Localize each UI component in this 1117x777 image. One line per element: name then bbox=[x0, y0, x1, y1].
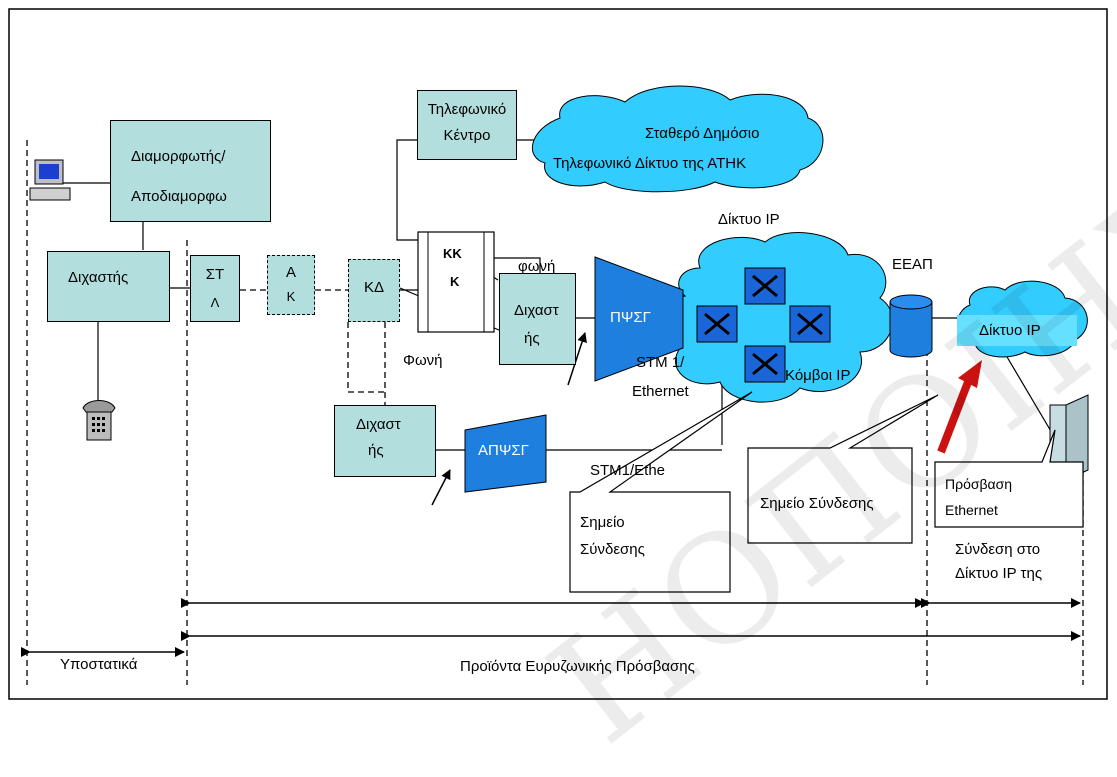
dslam-label: ΠΨΣΓ bbox=[610, 309, 651, 326]
st-box: ΣΤ Λ bbox=[190, 255, 240, 322]
products-label: Προϊόντα Ευρυζωνικής Πρόσβασης bbox=[460, 658, 695, 675]
ip-cloud-right bbox=[957, 280, 1088, 358]
ip-connect-label-1: Σύνδεση στο bbox=[955, 541, 1041, 558]
computer-icon bbox=[29, 159, 71, 201]
ip-node-label: Κόμβοι IP bbox=[785, 367, 851, 384]
callouts bbox=[569, 391, 1084, 593]
st-label-2: Λ bbox=[210, 295, 220, 310]
database-icon bbox=[889, 294, 933, 358]
kkk-label-2: Κ bbox=[450, 274, 460, 289]
connection-point-label-1: Σημείο bbox=[580, 514, 625, 531]
kkk-box bbox=[417, 231, 495, 333]
telephone-icon bbox=[82, 400, 116, 441]
server-icon bbox=[1049, 394, 1089, 481]
pstn-label-2: Τηλεφωνικό Δίκτυο της ΑΤΗΚ bbox=[553, 155, 747, 172]
connection-point-label-2: Σύνδεσης bbox=[580, 541, 645, 558]
pstn-cloud bbox=[531, 85, 824, 193]
ip-connect-label-2: Δίκτυο IP της bbox=[955, 565, 1043, 582]
dslam-shape bbox=[594, 256, 684, 382]
broadband-access-diagram: ΗΟΠΟΙΗΣΗ Διαμορφωτής/ Αποδιαμορφω Διχαστ… bbox=[8, 8, 1117, 777]
phone-center-label-1: Τηλεφωνικό bbox=[427, 101, 507, 118]
diagram-frame bbox=[8, 8, 1108, 700]
splitter-bottom-box: Διχαστ ής bbox=[334, 405, 436, 477]
modem-label-1: Διαμορφωτής/ bbox=[131, 148, 226, 165]
infra-label: Υποστατικά bbox=[60, 656, 138, 673]
diagram-lines bbox=[8, 8, 1108, 700]
voice-upper-label: Φωνή bbox=[403, 352, 443, 369]
ip-network-right-label: Δίκτυο IP bbox=[979, 322, 1041, 339]
stm1-label-1: STM 1/ bbox=[636, 354, 685, 371]
ip-network-top-label: Δίκτυο IP bbox=[718, 211, 780, 228]
splitter-mid-label-1: Διχαστ bbox=[514, 302, 559, 319]
kd-box: ΚΔ bbox=[348, 259, 400, 322]
pstn-label-1: Σταθερό Δημόσιο bbox=[645, 125, 760, 142]
splitter-left-box: Διχαστής bbox=[47, 251, 170, 322]
connection-point-right-label: Σημείο Σύνδεσης bbox=[760, 495, 874, 512]
eeap-label: ΕΕΑΠ bbox=[892, 256, 933, 273]
dashed-links bbox=[240, 289, 386, 405]
dimension-arrows bbox=[21, 598, 1081, 657]
st-label-1: ΣΤ bbox=[205, 266, 225, 283]
pointer-arrows bbox=[431, 332, 587, 506]
kkk-label-1: ΚΚ bbox=[443, 246, 462, 261]
adslam-label: ΑΠΨΣΓ bbox=[478, 442, 529, 459]
adslam-shape bbox=[464, 414, 547, 493]
modem-box: Διαμορφωτής/ Αποδιαμορφω bbox=[110, 120, 271, 222]
splitter-mid-label-2: ής bbox=[524, 330, 540, 347]
stm1-label-2: Ethernet bbox=[632, 383, 689, 400]
ak-label-2: Κ bbox=[286, 289, 296, 304]
phone-center-box: Τηλεφωνικό Κέντρο bbox=[417, 90, 517, 160]
splitter-left-label: Διχαστής bbox=[68, 269, 129, 286]
kd-label: ΚΔ bbox=[363, 279, 385, 296]
eth-access-label-1: Πρόσβαση bbox=[945, 476, 1013, 492]
splitter-mid-box: Διχαστ ής bbox=[499, 273, 576, 365]
splitter-bottom-label-1: Διχαστ bbox=[356, 416, 401, 433]
router-icon bbox=[696, 267, 831, 383]
phone-center-label-2: Κέντρο bbox=[443, 127, 491, 144]
voice-lower-label: φωνή bbox=[518, 258, 556, 275]
eth-access-label-2: Ethernet bbox=[945, 502, 998, 518]
red-arrow bbox=[937, 360, 982, 454]
ak-label-1: Α bbox=[285, 264, 296, 281]
stm1-bottom-label: STM1/Ethe bbox=[590, 462, 666, 479]
ak-box: Α Κ bbox=[267, 255, 315, 315]
modem-label-2: Αποδιαμορφω bbox=[131, 188, 227, 205]
splitter-bottom-label-2: ής bbox=[368, 442, 384, 459]
